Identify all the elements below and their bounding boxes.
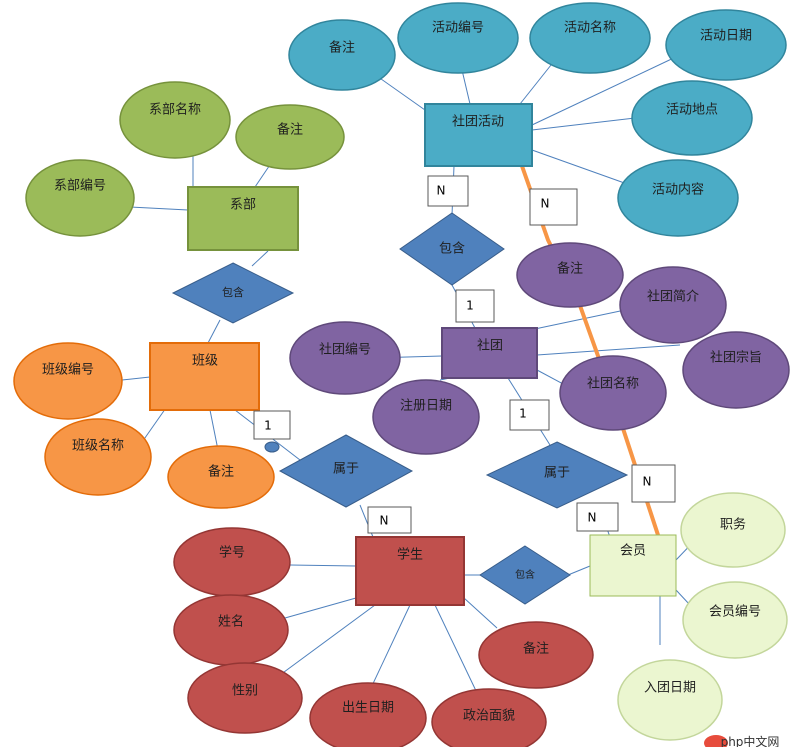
- attribute-activity-content: 活动内容: [617, 159, 739, 237]
- entity-club: 社团: [441, 327, 538, 379]
- relationship-label: 属于: [544, 466, 570, 481]
- attribute-club-id: 社团编号: [289, 321, 401, 395]
- entity-class: 班级: [149, 342, 260, 411]
- attribute-label: 活动地点: [666, 103, 718, 118]
- attribute-department-remark: 备注: [235, 104, 345, 170]
- attribute-label: 姓名: [218, 614, 244, 630]
- attribute-label: 注册日期: [400, 399, 452, 414]
- cardinality-label: 1: [466, 299, 474, 313]
- relationship-label: 属于: [333, 462, 359, 477]
- attribute-label: 系部编号: [54, 179, 106, 194]
- attribute-label: 活动日期: [700, 29, 752, 44]
- attribute-label: 活动内容: [652, 182, 704, 198]
- attribute-label: 备注: [523, 641, 549, 657]
- connector-handle-dot: [264, 441, 280, 453]
- attribute-label: 班级编号: [42, 363, 94, 378]
- attribute-label: 性别: [232, 684, 258, 699]
- attribute-label: 社团宗旨: [710, 350, 762, 366]
- cardinality-label: N: [380, 514, 389, 528]
- attribute-class-remark: 备注: [167, 445, 275, 509]
- entity-label: 社团: [477, 338, 503, 354]
- attribute-label: 职务: [720, 517, 746, 533]
- attribute-class-name: 班级名称: [44, 418, 152, 496]
- attribute-label: 社团名称: [587, 376, 639, 392]
- entity-student: 学生: [355, 536, 465, 606]
- attribute-student-birth: 出生日期: [309, 682, 427, 747]
- relationship-label: 包含: [439, 241, 465, 257]
- attribute-activity-id: 活动编号: [397, 2, 519, 74]
- cardinality-club-one-bottom: 1: [509, 399, 550, 431]
- cardinality-class-one: 1: [253, 410, 291, 440]
- attribute-label: 备注: [208, 464, 234, 480]
- attribute-label: 备注: [557, 261, 583, 277]
- attribute-label: 入团日期: [644, 681, 696, 696]
- attribute-label: 会员编号: [709, 605, 761, 620]
- relationship-label: 包含: [222, 285, 244, 299]
- attribute-label: 社团简介: [647, 289, 699, 305]
- cardinality-label: N: [588, 511, 597, 525]
- relationship-student-contains-member: 包含: [479, 545, 571, 605]
- cardinality-student-n: N: [367, 506, 412, 534]
- relationship-class-has-student: 属于: [278, 434, 414, 508]
- attribute-activity-remark: 备注: [288, 19, 396, 91]
- entity-label: 会员: [620, 544, 646, 559]
- entity-department: 系部: [187, 186, 299, 251]
- attribute-student-remark: 备注: [478, 621, 594, 689]
- attribute-label: 系部名称: [149, 102, 201, 118]
- entity-activity: 社团活动: [424, 103, 533, 167]
- attribute-club-remark: 备注: [516, 242, 624, 308]
- attribute-member-id: 会员编号: [682, 581, 788, 659]
- attribute-member-duty: 职务: [680, 492, 786, 568]
- entity-label: 学生: [397, 547, 423, 563]
- attribute-student-gender: 性别: [187, 662, 303, 734]
- attribute-label: 活动名称: [564, 20, 616, 36]
- attribute-label: 班级名称: [72, 438, 124, 454]
- cardinality-label: 1: [519, 407, 527, 421]
- attribute-activity-date: 活动日期: [665, 9, 787, 81]
- attribute-label: 备注: [277, 122, 303, 138]
- attribute-club-purpose: 社团宗旨: [682, 331, 790, 409]
- entity-label: 系部: [230, 198, 256, 213]
- cardinality-label: N: [437, 184, 446, 198]
- relationship-club-contains-activity: 包含: [399, 212, 505, 286]
- relationship-label: 包含: [515, 568, 535, 581]
- attribute-label: 出生日期: [342, 701, 394, 716]
- attribute-club-name: 社团名称: [559, 355, 667, 431]
- entity-member: 会员: [589, 534, 677, 597]
- cardinality-activity-member-n: N: [529, 188, 578, 226]
- attribute-student-name: 姓名: [173, 594, 289, 666]
- attribute-class-id: 班级编号: [13, 342, 123, 420]
- cardinality-member-n-right: N: [631, 464, 676, 503]
- attribute-label: 活动编号: [432, 21, 484, 36]
- watermark: php中文网: [704, 734, 779, 747]
- cardinality-label: N: [643, 475, 652, 489]
- cardinality-activity-n: N: [427, 175, 469, 207]
- attribute-student-politics: 政治面貌: [431, 688, 547, 747]
- attribute-club-reg-date: 注册日期: [372, 379, 480, 455]
- relationship-member-belongs-club: 属于: [485, 441, 629, 509]
- cardinality-club-one-top: 1: [455, 289, 495, 323]
- attribute-label: 社团编号: [319, 342, 371, 358]
- attribute-department-name: 系部名称: [119, 81, 231, 159]
- entity-label: 班级: [192, 354, 218, 369]
- cardinality-label: N: [541, 197, 550, 211]
- relationship-dept-contains-class: 包含: [171, 262, 295, 324]
- attribute-student-id: 学号: [173, 527, 291, 597]
- attribute-activity-name: 活动名称: [529, 2, 651, 74]
- cardinality-label: 1: [264, 419, 272, 433]
- cardinality-member-n-left: N: [576, 502, 619, 532]
- attribute-label: 政治面貌: [463, 709, 515, 724]
- watermark-text: php中文网: [721, 734, 780, 747]
- entity-label: 社团活动: [452, 114, 504, 130]
- attribute-label: 学号: [219, 545, 245, 561]
- attribute-label: 备注: [329, 40, 355, 56]
- attribute-activity-place: 活动地点: [631, 80, 753, 156]
- attribute-club-intro: 社团简介: [619, 266, 727, 344]
- attribute-department-id: 系部编号: [25, 159, 135, 237]
- attribute-member-join-date: 入团日期: [617, 659, 723, 741]
